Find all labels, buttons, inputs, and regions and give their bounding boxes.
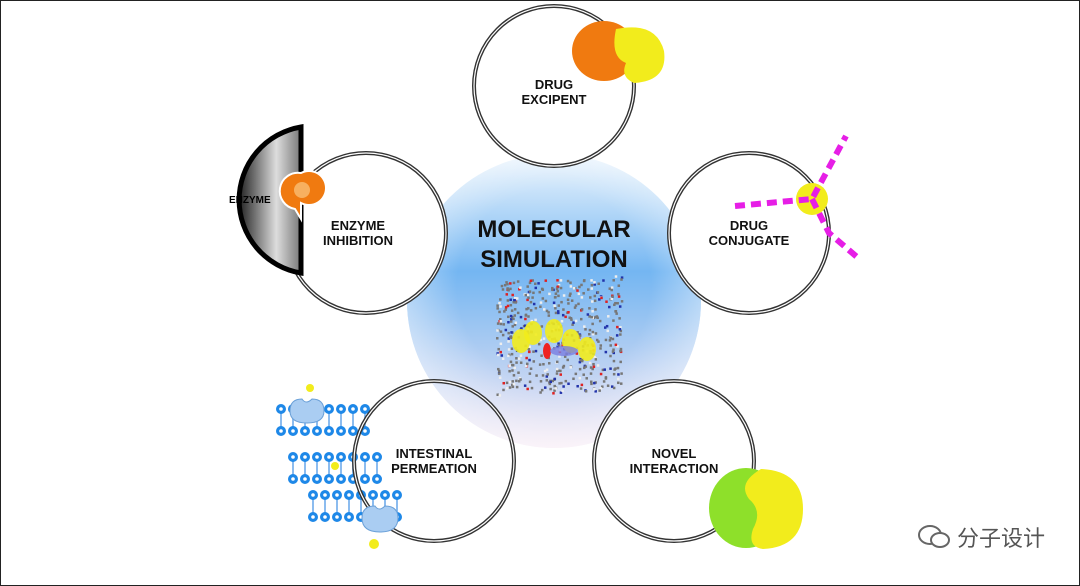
conjugate-line1: DRUG [730,218,768,233]
transporter-icon [361,505,399,533]
enzyme-tag: ENZYME [229,195,271,206]
conjugate-polymer-icon [734,134,859,260]
enzyme-line1: ENZYME [331,218,386,233]
center-title-line1: MOLECULAR [477,216,630,243]
interaction-shapes-icon [709,468,803,549]
excipient-line1: DRUG [535,77,573,92]
node-intestinal-permeation: INTESTINAL PERMEATION [276,379,516,549]
node-drug-conjugate: DRUG CONJUGATE [667,134,859,315]
excipient-line2: EXCIPENT [521,92,586,107]
center-title-line2: SIMULATION [480,246,628,273]
permeation-line1: INTESTINAL [396,446,473,461]
permeation-line2: PERMEATION [391,461,477,476]
wechat-icon [917,525,950,548]
center-molecular-simulation: MOLECULAR SIMULATION [407,154,701,448]
enzyme-half-disc-icon: ENZYME [229,124,327,276]
enzyme-line2: INHIBITION [323,233,393,248]
conjugate-line2: CONJUGATE [709,233,790,248]
node-drug-excipient: DRUG EXCIPENT [472,4,665,168]
lipid-bilayer-icon [276,384,402,522]
watermark: 分子设计 [917,521,1045,553]
node-novel-interaction: NOVEL INTERACTION [592,379,803,549]
novel-line1: NOVEL [652,446,697,461]
transporter-icon [289,398,325,424]
excipient-shapes-icon [572,21,665,84]
molecule-structure-image [496,275,624,397]
watermark-text: 分子设计 [956,527,1045,552]
node-enzyme-inhibition: ENZYME INHIBITION ENZYME [229,124,448,315]
novel-line2: INTERACTION [630,461,719,476]
